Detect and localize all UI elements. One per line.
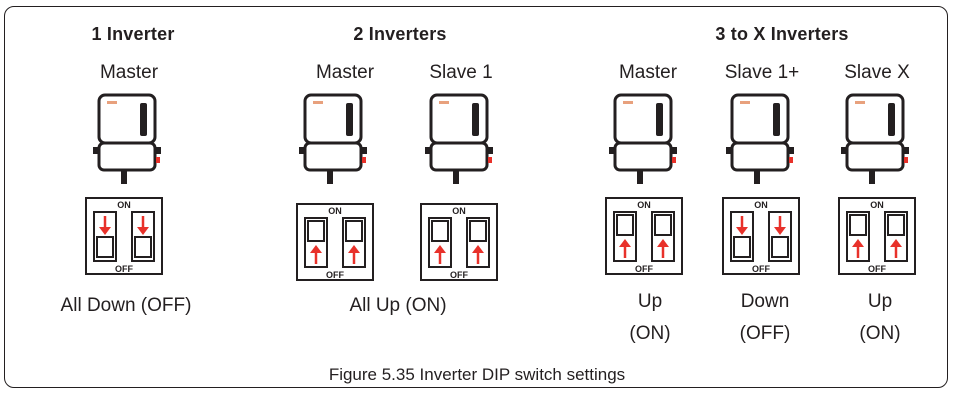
arrow-icon xyxy=(890,239,902,247)
inverter-icon xyxy=(299,93,367,184)
arrow-icon xyxy=(137,227,149,235)
arrow-icon xyxy=(99,227,111,235)
inverter-icon xyxy=(425,93,493,184)
dip-switch-off-label: OFF xyxy=(635,264,653,274)
dip-switch-icon: ON OFF xyxy=(420,203,498,281)
dip-switch-icon: ON OFF xyxy=(85,197,163,275)
figure-caption: Figure 5.35 Inverter DIP switch settings xyxy=(328,365,626,384)
role-label-master: Master xyxy=(99,62,159,83)
role-label-slave-1: Slave 1 xyxy=(429,62,493,83)
arrow-icon xyxy=(434,245,446,253)
group-title-2-inverters: 2 Inverters xyxy=(353,24,447,44)
dip-switch-off-label: OFF xyxy=(326,270,344,280)
arrow-icon xyxy=(736,227,748,235)
dip-switch-on-label: ON xyxy=(870,200,884,210)
group-title-1-inverter: 1 Inverter xyxy=(91,24,175,44)
arrow-icon xyxy=(472,245,484,253)
role-label-slave-x: Slave X xyxy=(844,62,910,83)
dip-switch-icon: ON OFF xyxy=(722,197,800,275)
group-title-3-to-x-inverters: 3 to X Inverters xyxy=(715,24,849,44)
inverter-icon xyxy=(93,93,161,184)
dip-switch-on-label: ON xyxy=(117,200,131,210)
arrow-icon xyxy=(619,239,631,247)
dip-switch-off-label: OFF xyxy=(752,264,770,274)
role-label-master: Master xyxy=(315,62,375,83)
figure-frame xyxy=(4,6,948,388)
state-label-up: Up xyxy=(637,291,663,312)
state-label-all-up: All Up (ON) xyxy=(349,295,447,316)
inverter-icon xyxy=(841,93,909,184)
state-label-down: Down xyxy=(740,291,790,312)
state-label-off: (OFF) xyxy=(739,323,791,344)
state-label-on: (ON) xyxy=(629,323,671,344)
arrow-icon xyxy=(348,245,360,253)
state-label-all-down: All Down (OFF) xyxy=(60,295,192,316)
dip-switch-on-label: ON xyxy=(637,200,651,210)
dip-switch-on-label: ON xyxy=(328,206,342,216)
dip-switch-on-label: ON xyxy=(754,200,768,210)
dip-switch-on-label: ON xyxy=(452,206,466,216)
state-label-up: Up xyxy=(867,291,893,312)
state-label-on: (ON) xyxy=(859,323,901,344)
arrow-icon xyxy=(852,239,864,247)
inverter-icon xyxy=(726,93,794,184)
arrow-icon xyxy=(774,227,786,235)
dip-switch-icon: ON OFF xyxy=(838,197,916,275)
role-label-master: Master xyxy=(618,62,678,83)
dip-switch-off-label: OFF xyxy=(868,264,886,274)
inverter-icon xyxy=(609,93,677,184)
dip-switch-icon: ON OFF xyxy=(605,197,683,275)
dip-switch-off-label: OFF xyxy=(450,270,468,280)
dip-switch-off-label: OFF xyxy=(115,264,133,274)
dip-switch-icon: ON OFF xyxy=(296,203,374,281)
role-label-slave-1-plus: Slave 1+ xyxy=(724,62,800,83)
arrow-icon xyxy=(310,245,322,253)
arrow-icon xyxy=(657,239,669,247)
